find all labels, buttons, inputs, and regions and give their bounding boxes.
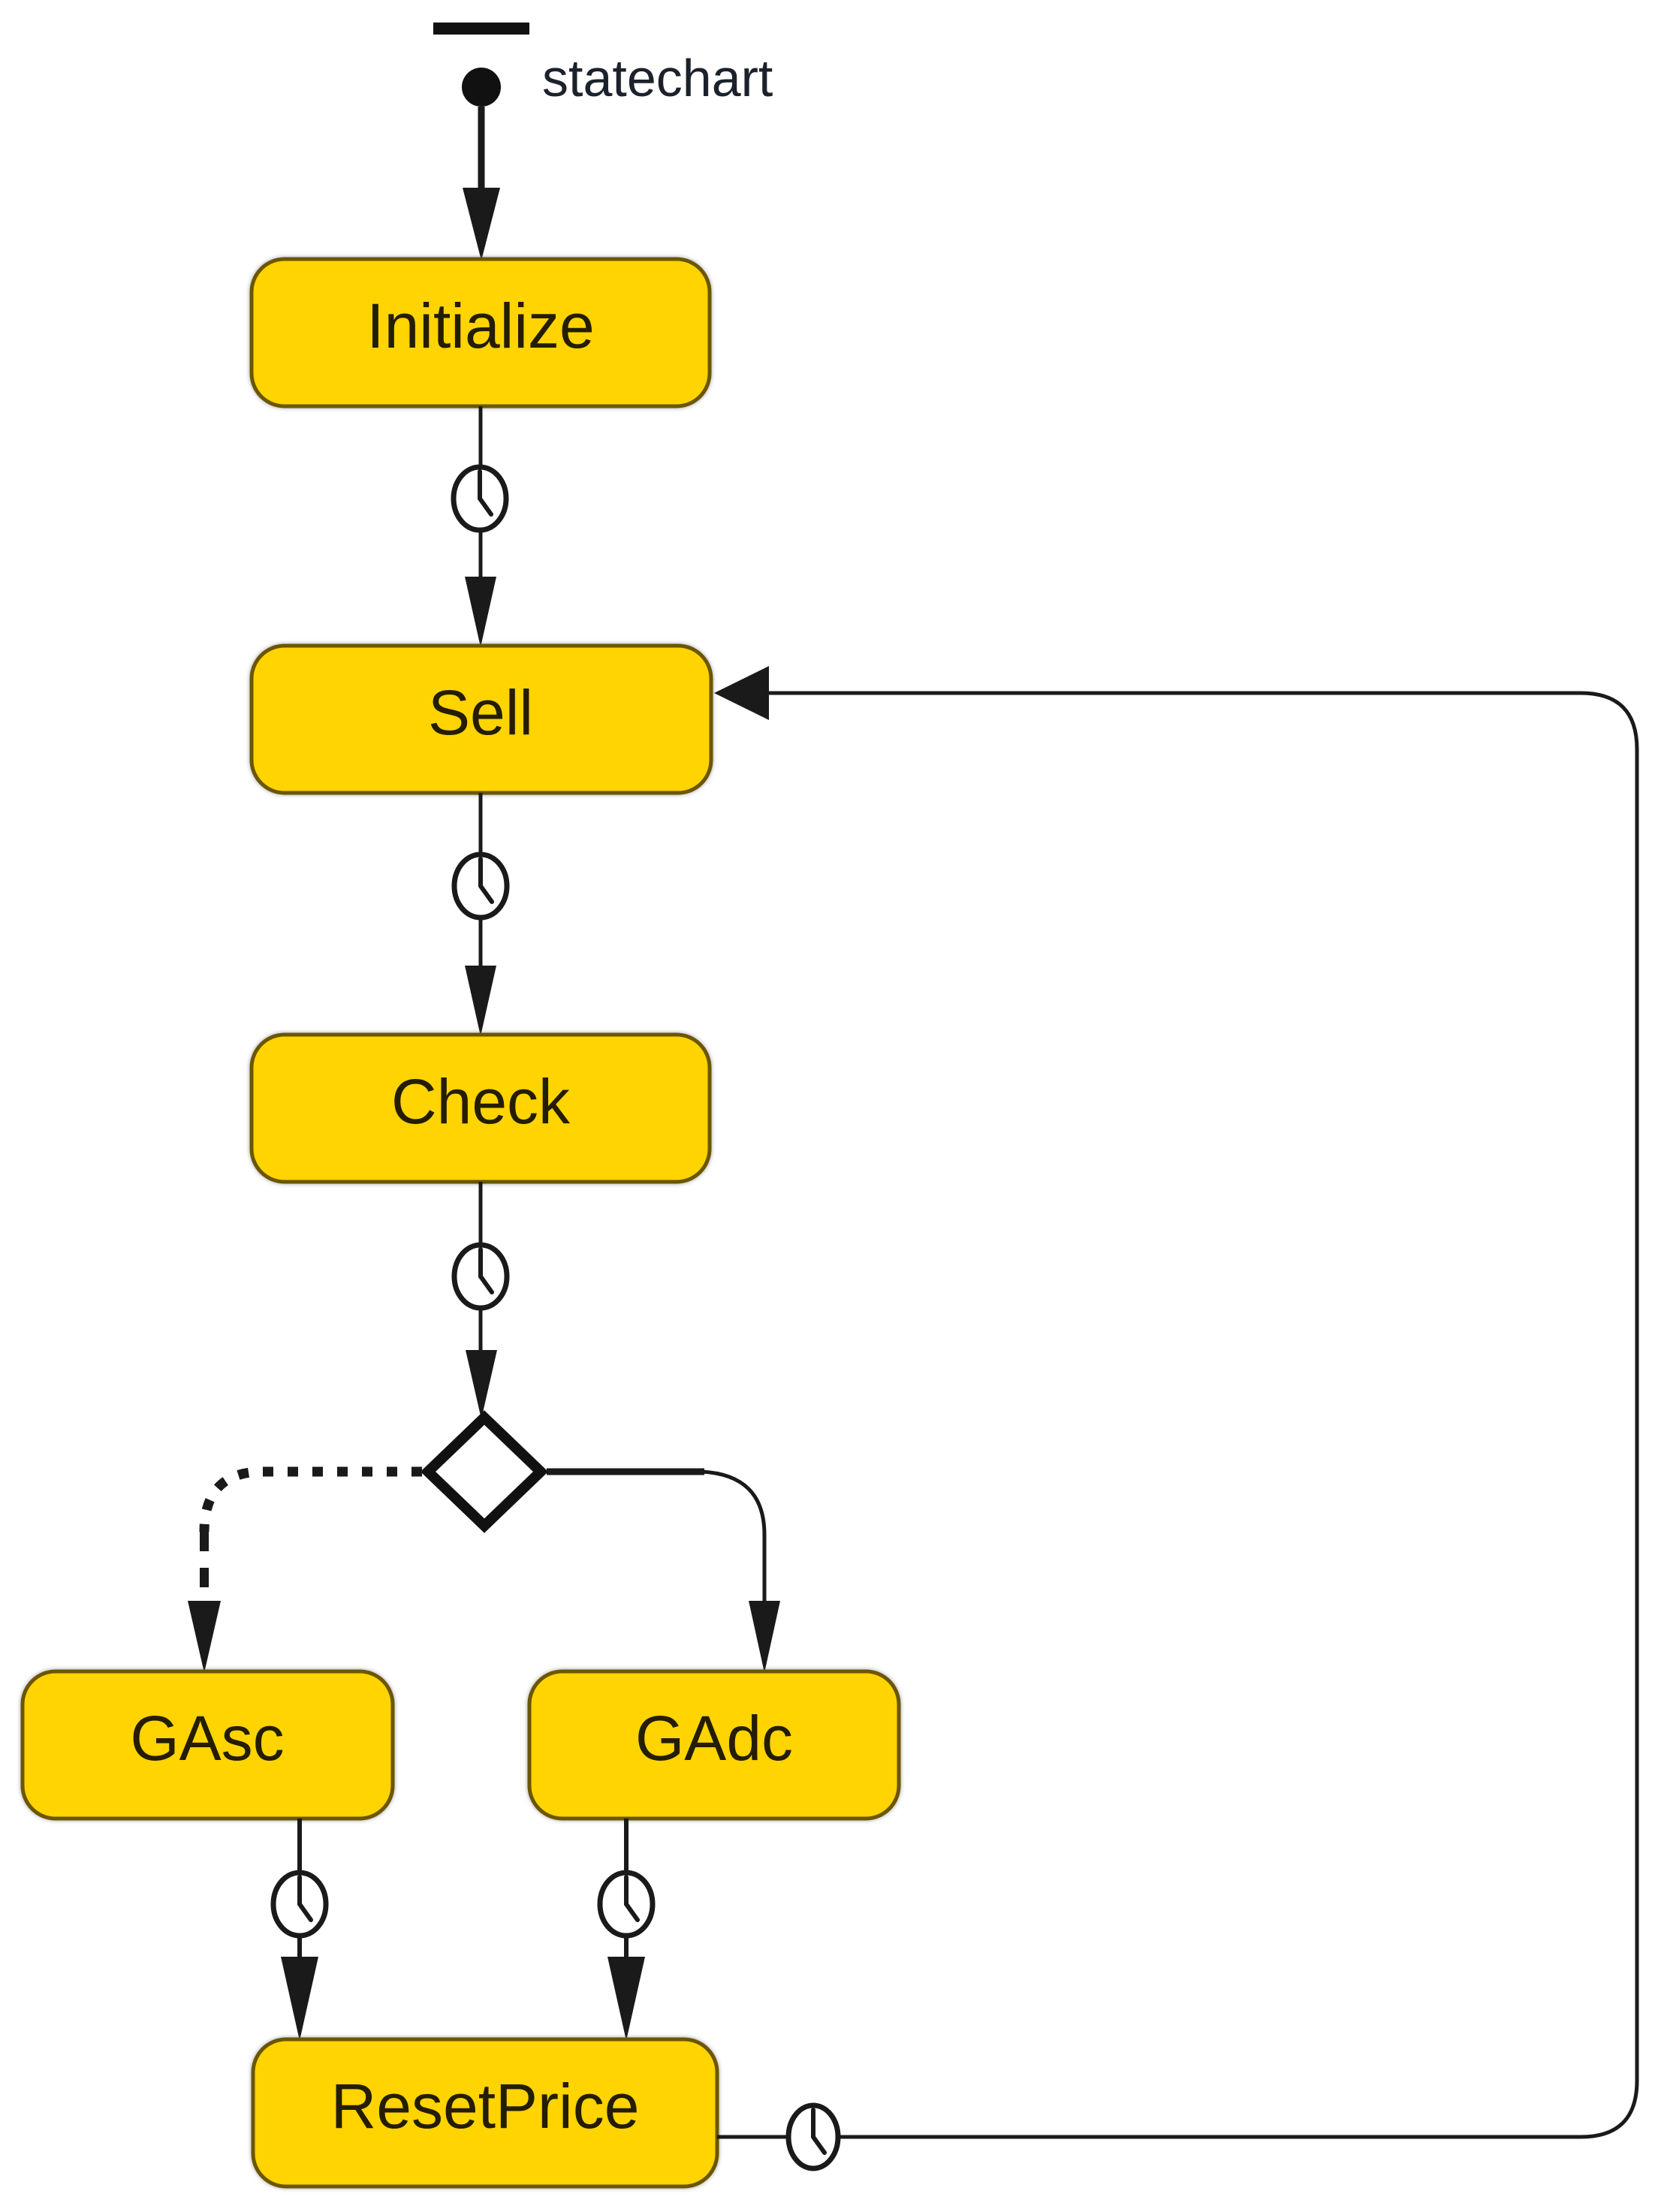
state-gasc-label: GAsc [130, 1703, 284, 1774]
transition-choice-gasc[interactable] [188, 1466, 422, 1673]
arrowhead-down [465, 577, 496, 647]
transition-check-choice[interactable] [451, 1182, 510, 1419]
state-resetprice-label: ResetPrice [331, 2071, 640, 2141]
transition-initial-initialize[interactable] [463, 107, 500, 261]
state-check[interactable]: Check [249, 1032, 712, 1184]
state-gadc[interactable]: GAdc [527, 1669, 901, 1821]
transition-resetprice-sell[interactable] [714, 666, 1639, 2171]
arrowhead-down [607, 1957, 645, 2041]
transition-initialize-sell[interactable] [451, 406, 509, 647]
choice-diamond[interactable] [420, 1410, 549, 1533]
initial-state-marker[interactable] [433, 23, 529, 107]
arrowhead-down [281, 1957, 318, 2041]
arrowhead-down [749, 1601, 780, 1673]
state-sell-label: Sell [428, 677, 533, 748]
clock-icon [597, 1870, 656, 1939]
state-gadc-label: GAdc [635, 1703, 793, 1774]
initial-state-dot [462, 68, 501, 107]
diagram-title: statechart [542, 49, 773, 107]
arrowhead-down [463, 188, 500, 261]
transition-choice-gadc[interactable] [547, 1468, 780, 1673]
transition-gasc-resetprice[interactable] [270, 1819, 329, 2041]
arrowhead-down [466, 1350, 497, 1419]
arrowhead-down [465, 966, 496, 1036]
arrowhead-left [714, 666, 769, 720]
clock-icon [451, 464, 509, 533]
clock-icon [451, 1242, 510, 1311]
clock-icon [451, 851, 510, 921]
state-gasc[interactable]: GAsc [20, 1669, 395, 1821]
state-sell[interactable]: Sell [249, 643, 713, 795]
state-initialize-label: Initialize [366, 291, 594, 361]
state-check-label: Check [391, 1066, 571, 1137]
transition-gadc-resetprice[interactable] [597, 1819, 656, 2041]
clock-icon [785, 2102, 841, 2171]
state-initialize[interactable]: Initialize [249, 257, 712, 408]
clock-icon [270, 1870, 329, 1939]
initial-state-bar [433, 23, 529, 35]
transition-sell-check[interactable] [451, 793, 510, 1036]
arrowhead-down [188, 1601, 221, 1673]
state-resetprice[interactable]: ResetPrice [251, 2037, 719, 2189]
